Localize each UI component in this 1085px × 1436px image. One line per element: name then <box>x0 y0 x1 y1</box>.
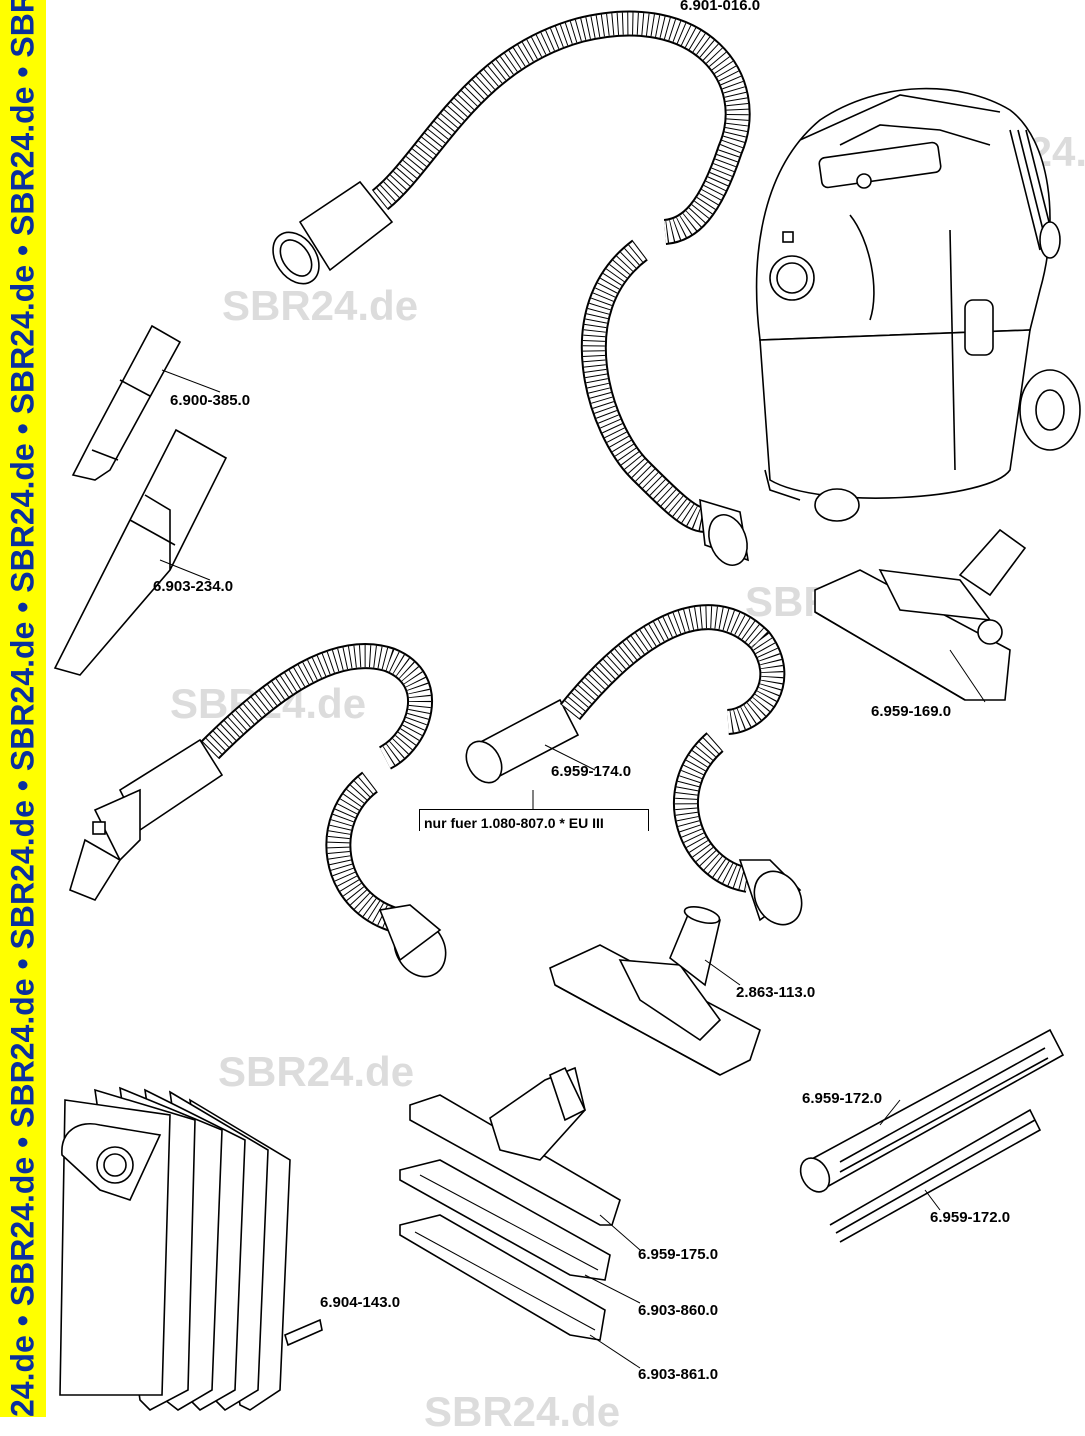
label-hose-alt: 6.959-174.0 <box>551 763 632 780</box>
label-insert-a: 6.903-860.0 <box>638 1302 719 1319</box>
filter-bags-drawing <box>59 1086 323 1412</box>
floor-nozzle-round-drawing <box>814 528 1027 703</box>
label-floor-nozzle-flat: 2.863-113.0 <box>736 984 816 1001</box>
label-filter-bags: 6.904-143.0 <box>320 1294 401 1311</box>
floor-nozzle-flat-drawing <box>549 905 761 1076</box>
label-crevice-large: 6.903-234.0 <box>153 578 234 595</box>
suction-tubes-drawing <box>799 1028 1065 1243</box>
vacuum-body-drawing <box>755 87 1081 522</box>
hose-left-drawing <box>69 643 447 978</box>
watermark: SBR24.de <box>222 282 419 329</box>
note-text: nur fuer 1.080-807.0 * EU III <box>424 815 604 831</box>
label-floor-nozzle-wide: 6.959-175.0 <box>638 1246 719 1263</box>
crevice-large-drawing <box>53 428 228 676</box>
floor-nozzle-wide-drawing <box>399 1066 641 1369</box>
crevice-small-drawing <box>71 324 221 481</box>
note-box <box>419 809 649 831</box>
label-hose-main: 6.901-016.0 <box>680 0 761 14</box>
label-insert-b: 6.903-861.0 <box>638 1366 719 1383</box>
hose-alt-drawing <box>465 604 803 926</box>
label-suction-tube-b: 6.959-172.0 <box>930 1209 1011 1226</box>
hose-main-drawing <box>272 10 751 566</box>
side-banner: 24.de • SBR24.de • SBR24.de • SBR24.de •… <box>0 0 46 1417</box>
label-suction-tube-a: 6.959-172.0 <box>802 1090 883 1107</box>
label-floor-nozzle-round: 6.959-169.0 <box>871 703 952 720</box>
label-crevice-small: 6.900-385.0 <box>170 392 251 409</box>
watermark: SBR24.de <box>218 1048 415 1095</box>
